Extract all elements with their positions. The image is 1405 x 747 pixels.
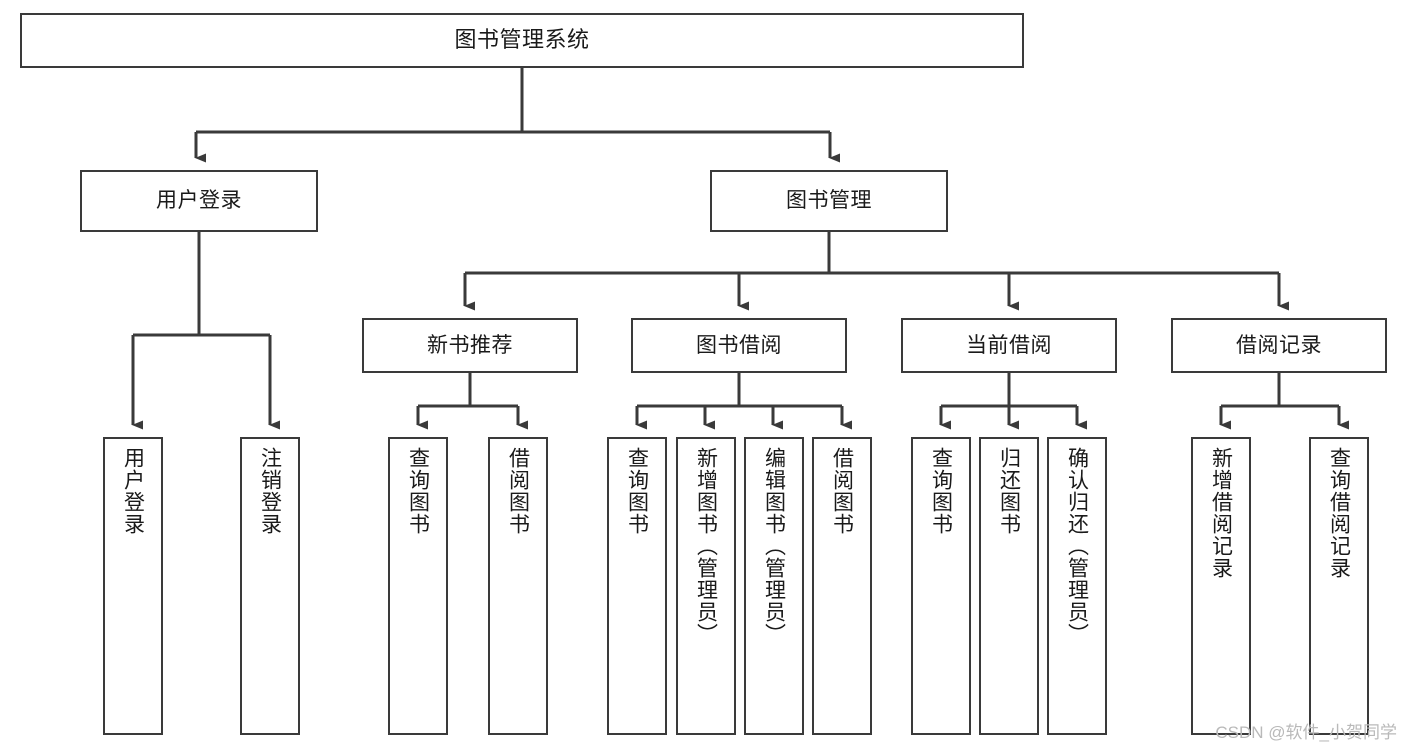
node-leaf-query-borrow-record[interactable]: 查询借阅记录	[1309, 437, 1369, 735]
node-new-book-recommend[interactable]: 新书推荐	[362, 318, 578, 373]
node-current-borrow[interactable]: 当前借阅	[901, 318, 1117, 373]
node-label: 查询图书	[929, 447, 953, 535]
node-label: 新书推荐	[427, 333, 513, 357]
node-label: 查询图书	[625, 447, 649, 535]
node-leaf-query-book-current[interactable]: 查询图书	[911, 437, 971, 735]
node-label: 图书管理系统	[454, 27, 590, 53]
node-label: 借阅记录	[1236, 333, 1322, 357]
node-leaf-user-logout[interactable]: 注销登录	[240, 437, 300, 735]
node-label: 借阅图书	[830, 447, 854, 535]
node-label: 确认归还（管理员）	[1065, 447, 1089, 645]
node-label: 图书管理	[786, 189, 872, 213]
node-user-login[interactable]: 用户登录	[80, 170, 318, 232]
node-label: 新增借阅记录	[1209, 447, 1233, 579]
node-label: 编辑图书（管理员）	[762, 447, 786, 645]
node-label: 借阅图书	[506, 447, 530, 535]
node-leaf-return-book[interactable]: 归还图书	[979, 437, 1039, 735]
node-leaf-add-borrow-record[interactable]: 新增借阅记录	[1191, 437, 1251, 735]
node-leaf-add-book-admin[interactable]: 新增图书（管理员）	[676, 437, 736, 735]
node-label: 归还图书	[997, 447, 1021, 535]
node-label: 注销登录	[258, 447, 282, 535]
node-label: 新增图书（管理员）	[694, 447, 718, 645]
node-label: 查询借阅记录	[1327, 447, 1351, 579]
csdn-watermark: CSDN @软件_小贺同学	[1215, 723, 1397, 742]
node-label: 查询图书	[406, 447, 430, 535]
node-leaf-query-book-borrow[interactable]: 查询图书	[607, 437, 667, 735]
node-leaf-edit-book-admin[interactable]: 编辑图书（管理员）	[744, 437, 804, 735]
node-label: 用户登录	[156, 189, 242, 213]
node-label: 图书借阅	[696, 333, 782, 357]
node-leaf-borrow-book-recommend[interactable]: 借阅图书	[488, 437, 548, 735]
node-leaf-confirm-return-admin[interactable]: 确认归还（管理员）	[1047, 437, 1107, 735]
node-book-borrow[interactable]: 图书借阅	[631, 318, 847, 373]
node-leaf-borrow-book[interactable]: 借阅图书	[812, 437, 872, 735]
node-leaf-user-login[interactable]: 用户登录	[103, 437, 163, 735]
node-book-management-system[interactable]: 图书管理系统	[20, 13, 1024, 68]
node-borrow-record[interactable]: 借阅记录	[1171, 318, 1387, 373]
node-book-management[interactable]: 图书管理	[710, 170, 948, 232]
node-label: 当前借阅	[966, 333, 1052, 357]
node-leaf-query-book-recommend[interactable]: 查询图书	[388, 437, 448, 735]
node-label: 用户登录	[121, 447, 145, 535]
